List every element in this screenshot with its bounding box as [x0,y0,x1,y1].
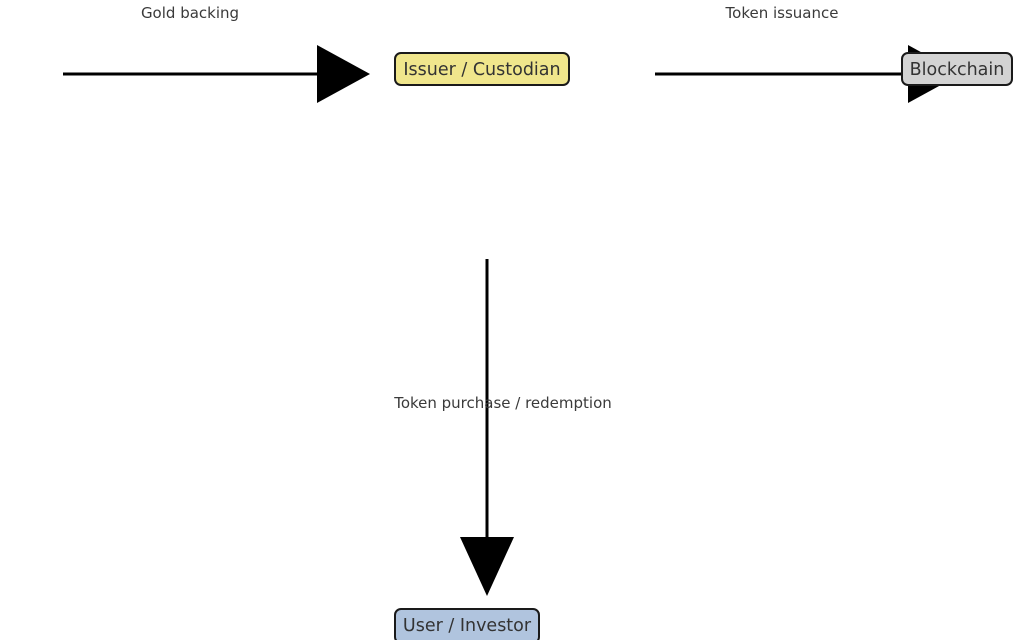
node-blockchain[interactable]: Blockchain [901,52,1013,86]
node-box [901,52,1013,86]
edge-token-purchase: Token purchase / redemption [393,259,612,596]
node-user-investor[interactable]: User / Investor [394,608,540,640]
arrowhead-right-icon [317,45,370,103]
arrowhead-down-icon [460,537,514,596]
edge-label-gold-backing: Gold backing [141,4,239,22]
edge-gold-backing: Gold backing [63,4,370,103]
edge-label-token-issuance: Token issuance [725,4,839,22]
node-label: User / Investor [403,616,532,636]
node-label: Issuer / Custodian [403,60,560,80]
node-box [394,608,540,640]
node-label: Blockchain [910,60,1005,80]
node-box [394,52,570,86]
edge-label-token-purchase: Token purchase / redemption [393,394,612,412]
node-issuer-custodian[interactable]: Issuer / Custodian [394,52,570,86]
